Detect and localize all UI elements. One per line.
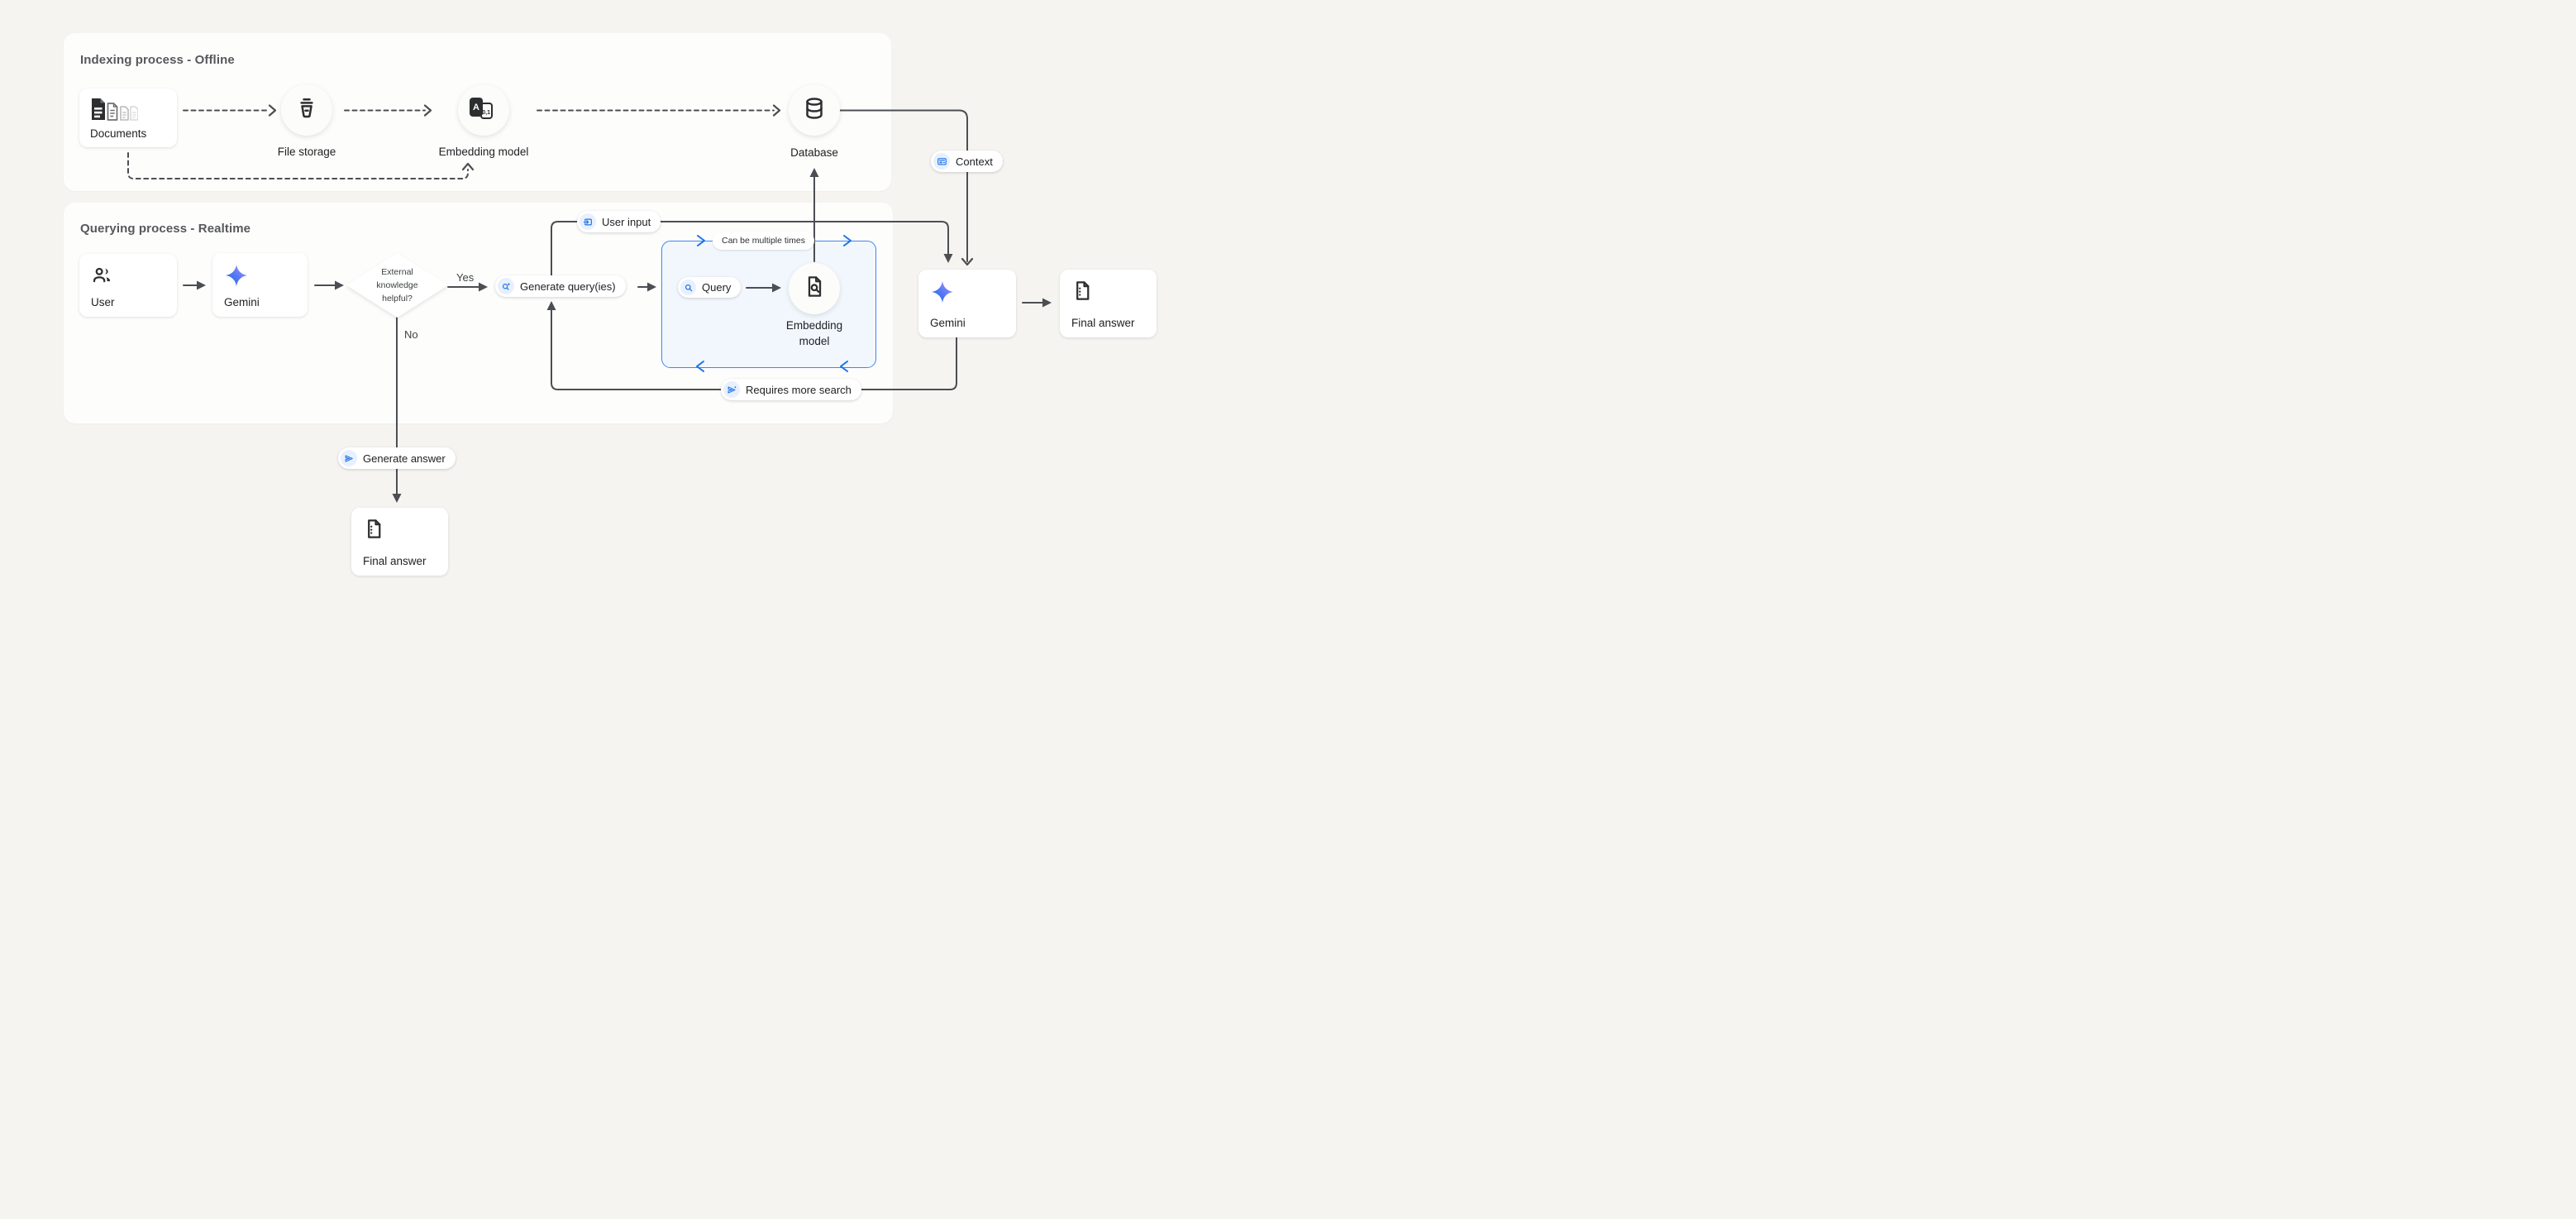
final-answer-doc-icon — [363, 518, 436, 544]
requires-more-search-pill: Requires more search — [721, 379, 861, 400]
context-pill: Context — [931, 151, 1003, 172]
retrieval-loop-region — [661, 241, 876, 368]
final-answer-bottom-node: Final answer — [351, 508, 448, 576]
decision-line-2: knowledge — [376, 280, 418, 290]
document-search-icon — [803, 275, 827, 303]
can-be-multiple-times-label: Can be multiple times — [722, 236, 805, 246]
embedding-model-icon: 0,1 A — [470, 98, 498, 122]
decision-line-3: helpful? — [382, 294, 413, 304]
context-pill-label: Context — [956, 155, 993, 168]
final-answer-right-node: Final answer — [1060, 270, 1157, 337]
no-edge-label: No — [404, 328, 418, 341]
embedding-badge-letter: A — [473, 102, 479, 112]
file-storage-icon — [294, 96, 319, 125]
final-answer-doc-icon — [1071, 280, 1145, 306]
user-input-label: User input — [602, 215, 651, 228]
gemini-star-icon — [930, 280, 1004, 308]
gemini-star-icon — [224, 263, 296, 292]
database-label: Database — [790, 146, 838, 159]
gemini-answer-node: Gemini — [918, 270, 1016, 337]
documents-node: Documents — [79, 88, 177, 147]
send-icon — [341, 450, 357, 466]
documents-stack-icon — [90, 97, 166, 126]
querying-section-title: Querying process - Realtime — [80, 222, 251, 236]
search-spark-icon — [498, 278, 514, 294]
embedding-model-offline-node: 0,1 A — [458, 84, 509, 136]
query-label: Query — [702, 281, 732, 294]
file-storage-label: File storage — [277, 146, 336, 158]
generate-queries-label: Generate query(ies) — [520, 280, 616, 293]
yes-edge-label: Yes — [456, 271, 475, 284]
can-be-multiple-times-pill: Can be multiple times — [713, 232, 814, 250]
user-label: User — [91, 296, 115, 308]
documents-label: Documents — [90, 127, 147, 140]
user-input-pill: User input — [577, 211, 661, 232]
send-spark-icon — [723, 381, 740, 398]
magnifier-icon — [680, 280, 696, 295]
embedding-model-offline-label: Embedding model — [438, 146, 529, 158]
final-answer-bottom-label: Final answer — [363, 555, 427, 567]
database-icon — [802, 96, 827, 125]
gemini-answer-label: Gemini — [930, 317, 966, 329]
embedding-model-realtime-node — [789, 263, 840, 314]
embedding-model-realtime-label: Embedding model — [785, 319, 843, 347]
context-icon — [933, 153, 950, 170]
database-node — [789, 84, 840, 136]
gemini-query-node: Gemini — [212, 253, 308, 317]
final-answer-right-label: Final answer — [1071, 317, 1135, 329]
gemini-query-label: Gemini — [224, 296, 260, 308]
input-icon — [580, 213, 596, 230]
file-storage-node — [281, 84, 332, 136]
user-node: User — [79, 254, 177, 317]
embedding-badge-number: 0,1 — [482, 110, 490, 116]
connector-lines — [127, 104, 1052, 503]
rag-architecture-diagram: Indexing process - Offline Querying proc… — [0, 0, 1288, 610]
generate-queries-pill: Generate query(ies) — [495, 275, 626, 297]
requires-more-search-label: Requires more search — [746, 383, 852, 396]
indexing-section-title: Indexing process - Offline — [80, 53, 235, 67]
query-pill: Query — [678, 277, 742, 298]
generate-answer-label: Generate answer — [363, 452, 446, 465]
decision-diamond: External knowledge helpful? — [346, 253, 448, 318]
decision-line-1: External — [381, 266, 413, 277]
users-icon — [91, 264, 165, 290]
generate-answer-pill: Generate answer — [338, 447, 456, 469]
